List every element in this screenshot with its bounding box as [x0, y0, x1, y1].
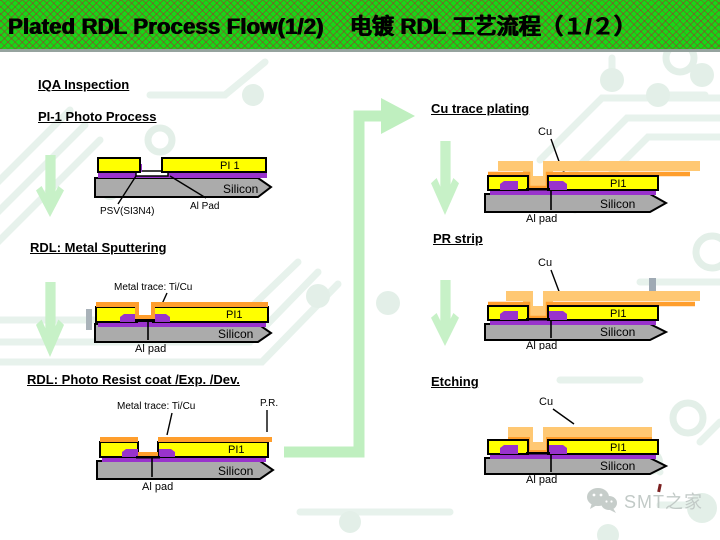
pi1-layer: PI 1 [97, 157, 267, 173]
label-al-pad: Al pad [526, 474, 557, 486]
psv-layer [490, 454, 656, 459]
label-al-pad: Al pad [526, 213, 557, 225]
page-title-zh: 电镀 RDL 工艺流程（１/２） [349, 14, 637, 39]
diagram-cu-trace-plating: Cu Silicon PI1 Al pad [484, 126, 700, 225]
label-al-pad: Al pad [142, 481, 173, 493]
label-silicon: Silicon [600, 197, 635, 211]
page-title-en: Plated RDL Process Flow(1/2) [8, 14, 324, 39]
pointer-lines [117, 175, 207, 205]
label-pi1: PI1 [226, 309, 243, 321]
watermark-text: SMT之家 [624, 491, 703, 512]
label-pr: P.R. [260, 398, 278, 409]
al-pad [135, 170, 169, 177]
al-pad [526, 318, 550, 321]
silicon-layer: Silicon [484, 193, 669, 213]
psv-bumps [500, 181, 567, 190]
heading-metal-sputtering: RDL: Metal Sputtering [30, 240, 167, 255]
wechat-icon [587, 488, 617, 513]
al-pad [135, 319, 155, 322]
label-pi1: PI1 [610, 308, 627, 320]
psv-layer [490, 320, 656, 325]
pointer-line [552, 408, 575, 425]
pointer-line [550, 269, 561, 295]
label-pi1: PI1 [610, 178, 627, 190]
psv-layer [102, 457, 266, 462]
al-pad [526, 188, 550, 191]
al-pad [526, 452, 550, 455]
flow-connector-arrow [284, 98, 415, 458]
label-silicon: Silicon [223, 182, 258, 196]
psv-bumps [120, 314, 170, 322]
label-pi1: PI1 [610, 442, 627, 454]
psv-layer [98, 322, 266, 327]
psv-bumps [500, 445, 567, 454]
label-al-pad: Al pad [135, 343, 166, 355]
flow-down-arrow-right-1 [431, 141, 459, 215]
seed-layer [96, 302, 268, 319]
label-silicon: Silicon [218, 464, 253, 478]
seed-in-trench [138, 452, 158, 456]
label-pi1: PI1 [228, 444, 245, 456]
heading-pi1-photo-process: PI-1 Photo Process [38, 109, 157, 124]
heading-pr-strip: PR strip [433, 231, 483, 246]
psv-bumps [500, 311, 567, 320]
diagram-pr-strip: Cu Silicon PI1 Al pad [484, 257, 700, 350]
label-psv: PSV(SI3N4) [100, 206, 154, 217]
label-silicon: Silicon [600, 459, 635, 473]
flow-down-arrow-left-1 [36, 155, 64, 217]
heading-cu-trace-plating: Cu trace plating [431, 101, 530, 116]
header-bar: Plated RDL Process Flow(1/2) 电镀 RDL 工艺流程（… [0, 0, 720, 52]
pointer-lines [166, 410, 268, 436]
label-metal-trace: Metal trace: Ti/Cu [117, 401, 195, 412]
silicon-layer: Silicon [484, 323, 669, 341]
label-silicon: Silicon [600, 325, 635, 339]
flow-down-arrow-left-2 [36, 282, 64, 357]
silicon-layer: Silicon [96, 460, 275, 480]
heading-etching: Etching [431, 374, 479, 389]
label-al-pad: Al Pad [190, 201, 219, 212]
heading-iqa-inspection: IQA Inspection [38, 77, 130, 92]
diagram-photo-resist: Metal trace: Ti/Cu P.R. Silicon PI1 Al p… [96, 398, 278, 493]
flow-down-arrow-right-2 [431, 280, 459, 346]
diagram-pi1-photo: Silicon PI 1 PSV(SI3N4) Al Pad [94, 157, 273, 217]
psv-layer [98, 172, 267, 178]
cu-layer [508, 427, 652, 452]
watermark: SMT之家 [586, 483, 703, 514]
al-pad [136, 456, 160, 459]
label-metal-trace: Metal trace: Ti/Cu [114, 282, 192, 293]
diagram-metal-sputtering: Metal trace: Ti/Cu Silicon PI1 Al pad [94, 282, 273, 355]
cu-layer [498, 161, 700, 186]
page-title: Plated RDL Process Flow(1/2) 电镀 RDL 工艺流程（… [8, 9, 636, 41]
psv-layer [490, 190, 656, 195]
label-cu: Cu [538, 257, 552, 269]
label-silicon: Silicon [218, 327, 253, 341]
gray-bar-artifact-left [86, 309, 92, 330]
gray-bar-artifact [649, 278, 656, 299]
cu-layer [506, 291, 700, 316]
label-cu: Cu [538, 126, 552, 138]
label-pi1: PI 1 [220, 160, 240, 172]
diagram-etching: Cu Silicon PI1 Al pad [484, 396, 669, 486]
label-cu: Cu [539, 396, 553, 408]
silicon-layer: Silicon [94, 177, 273, 198]
silicon-layer: Silicon [484, 457, 669, 475]
label-al-pad: Al pad [526, 340, 557, 350]
heading-photo-resist-coat: RDL: Photo Resist coat /Exp. /Dev. [27, 372, 240, 387]
psv-bumps [122, 449, 175, 457]
pr-layer [100, 437, 272, 442]
